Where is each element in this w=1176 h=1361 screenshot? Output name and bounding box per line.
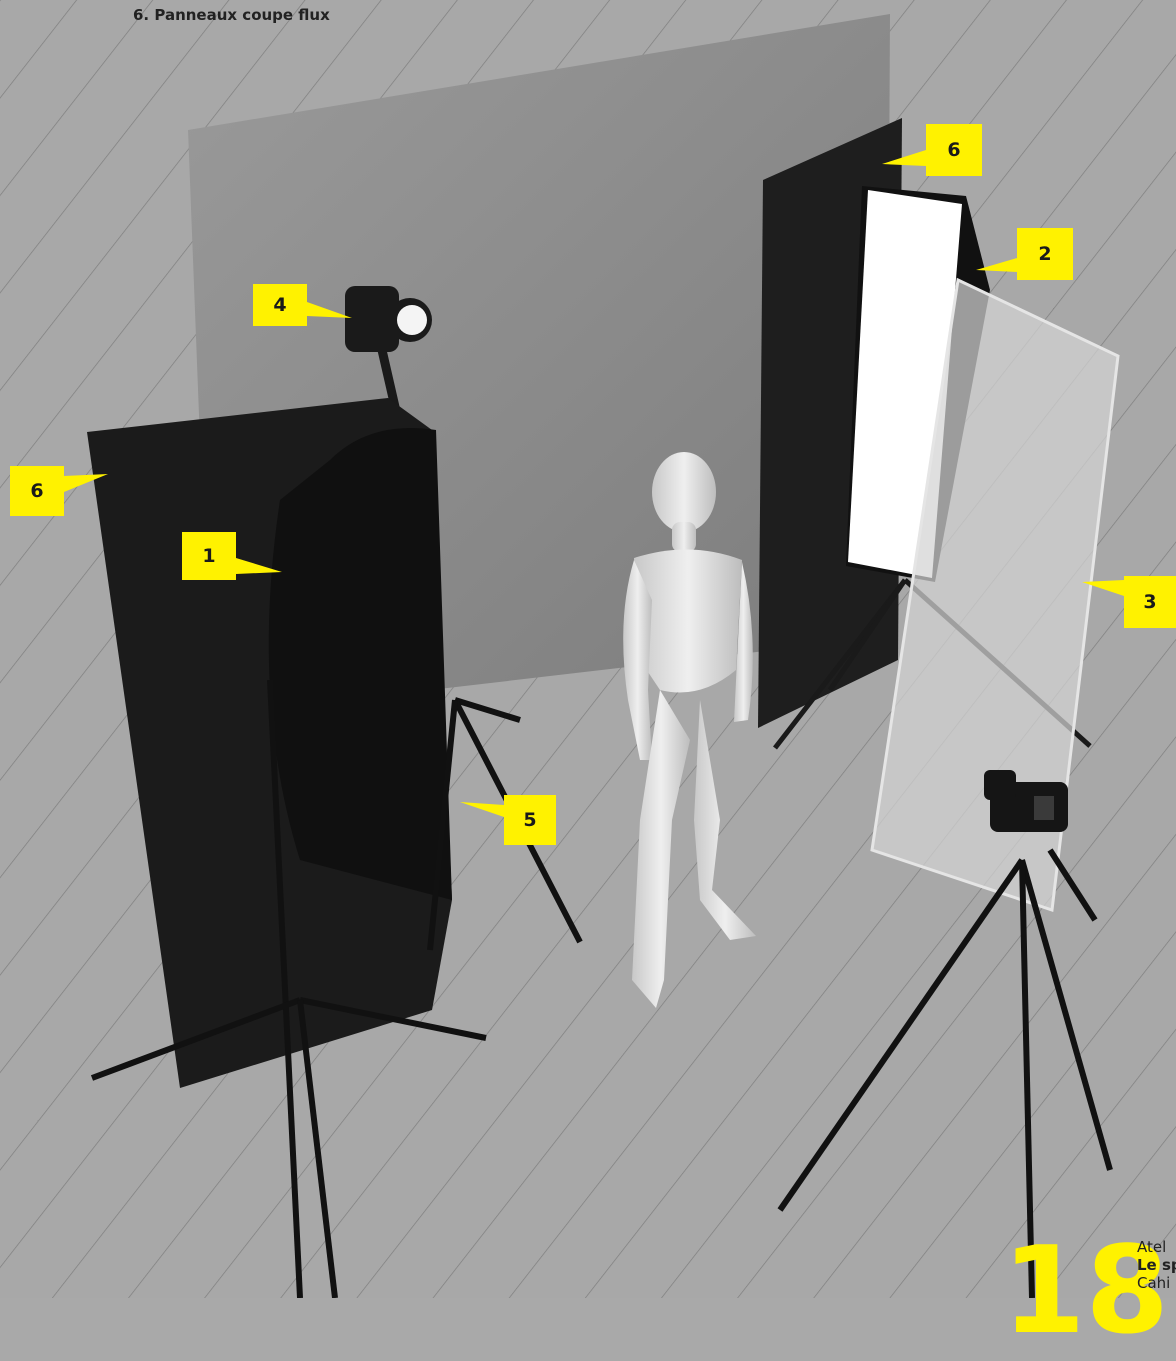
footer-text: Atel Le sp Cahi — [1137, 1238, 1176, 1292]
softbox-left — [269, 428, 452, 900]
label-diffuser: 3 — [1124, 576, 1176, 628]
label-softbox-right: 2 — [1017, 228, 1073, 280]
label-spotlight: 4 — [253, 284, 307, 326]
studio-lighting-scene — [0, 0, 1176, 1298]
footer-line-3: Cahi — [1137, 1274, 1176, 1292]
footer-line-2: Le sp — [1137, 1256, 1176, 1274]
label-softbox-left: 1 — [182, 532, 236, 580]
label-flag-right: 6 — [926, 124, 982, 176]
footer-line-1: Atel — [1137, 1238, 1176, 1256]
page-heading: 6. Panneaux coupe flux — [133, 6, 330, 24]
label-flag-left: 6 — [10, 466, 64, 516]
label-reflector: 5 — [504, 795, 556, 845]
